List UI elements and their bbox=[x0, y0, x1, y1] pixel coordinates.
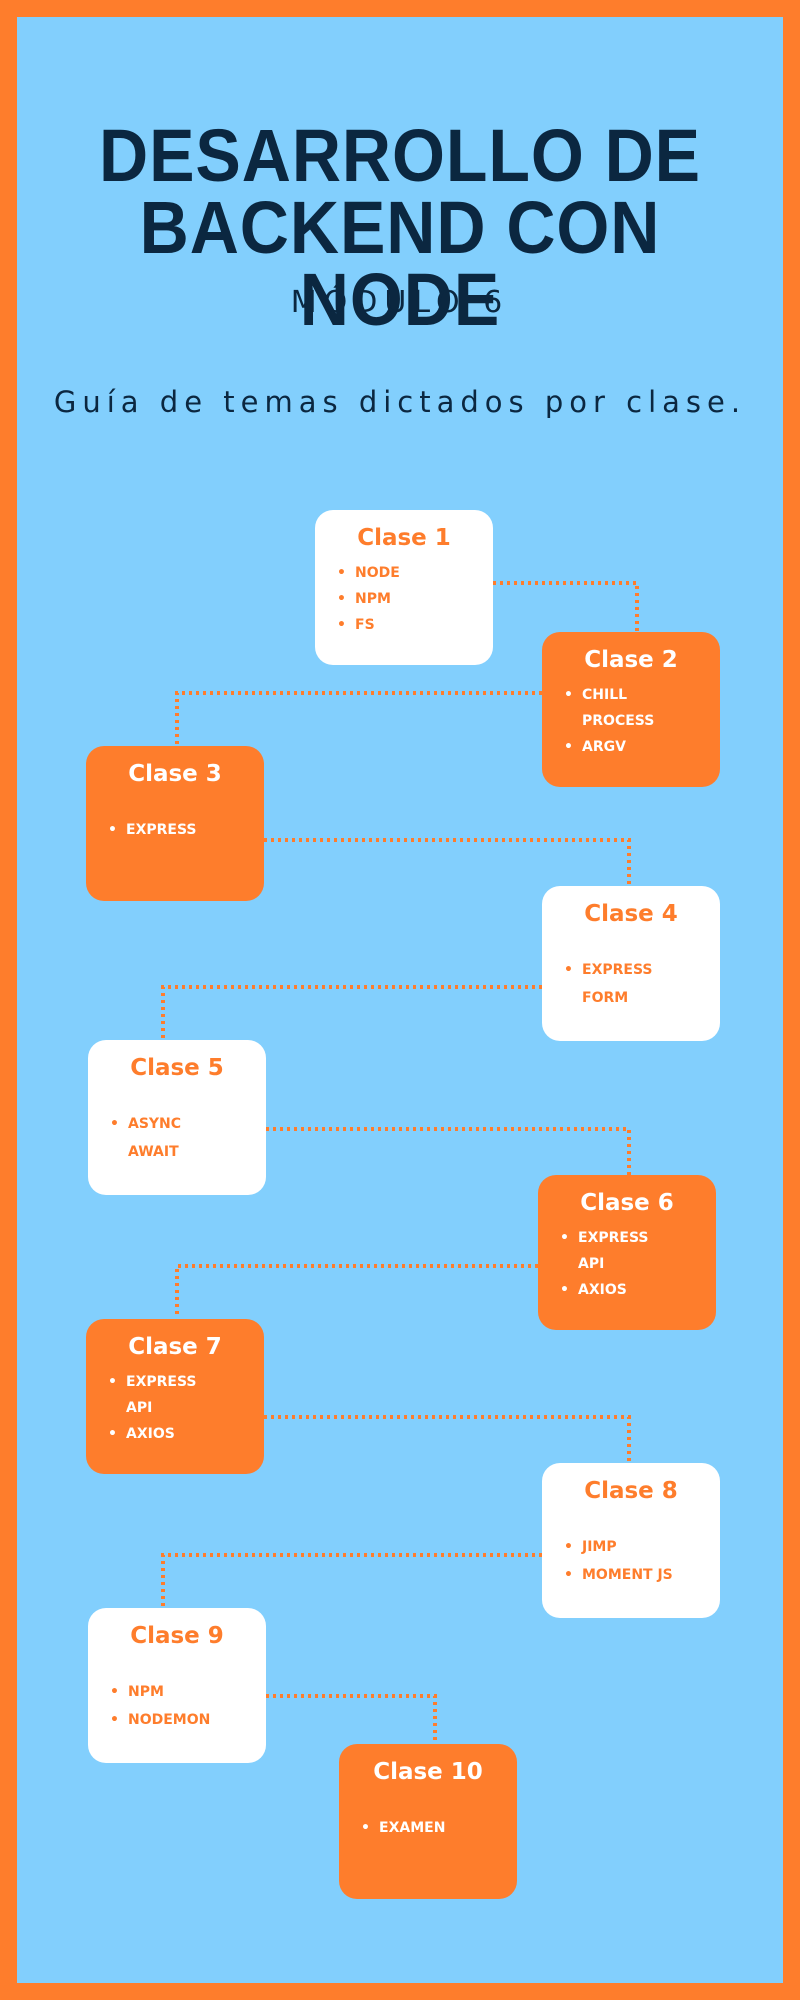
guide-text: Guía de temas dictados por clase. bbox=[53, 385, 747, 419]
topic-list: NPM NODEMON bbox=[88, 1678, 266, 1734]
class-title: Clase 6 bbox=[580, 1190, 674, 1216]
title-line-1: DESARROLLO DE bbox=[98, 114, 701, 197]
topic-item-continued: FORM bbox=[582, 990, 629, 1006]
topic-item: NODEMON bbox=[110, 1706, 266, 1734]
topic-list: EXPRESS bbox=[86, 816, 264, 844]
class-card-5: Clase 5 ASYNC AWAIT bbox=[88, 1040, 266, 1195]
topic-item: EXPRESS bbox=[560, 1225, 716, 1251]
title-line-2: BACKEND CON NODE bbox=[139, 186, 661, 341]
topic-item: AXIOS bbox=[108, 1421, 264, 1447]
connector-9-10 bbox=[266, 1694, 437, 1744]
connector-3-4 bbox=[264, 838, 631, 885]
topic-item: NODE bbox=[337, 560, 493, 586]
topic-item-continued: PROCESS bbox=[582, 713, 655, 729]
topic-list: JIMP MOMENT JS bbox=[542, 1533, 720, 1589]
class-title: Clase 1 bbox=[357, 525, 451, 551]
topic-list: EXAMEN bbox=[339, 1814, 517, 1842]
topic-item: JIMP bbox=[564, 1533, 720, 1561]
topic-item-continued: API bbox=[126, 1400, 153, 1416]
connector-7-8 bbox=[264, 1415, 631, 1462]
class-title: Clase 8 bbox=[584, 1478, 678, 1504]
connector-2-3 bbox=[175, 691, 542, 745]
topic-item: EXPRESS bbox=[564, 956, 720, 984]
class-title: Clase 5 bbox=[130, 1055, 224, 1081]
page-title: DESARROLLO DE BACKEND CON NODE bbox=[32, 114, 768, 341]
connector-8-9 bbox=[161, 1553, 542, 1607]
class-card-2: Clase 2 CHILL PROCESS ARGV bbox=[542, 632, 720, 787]
class-title: Clase 4 bbox=[584, 901, 678, 927]
topic-list: NODE NPM FS bbox=[315, 560, 493, 638]
class-title: Clase 7 bbox=[128, 1334, 222, 1360]
topic-item: ASYNC bbox=[110, 1110, 266, 1138]
topic-item: ARGV bbox=[564, 734, 720, 760]
topic-item: EXAMEN bbox=[361, 1814, 517, 1842]
topic-list: EXPRESS API AXIOS bbox=[538, 1225, 716, 1303]
topic-item: AXIOS bbox=[560, 1277, 716, 1303]
class-card-8: Clase 8 JIMP MOMENT JS bbox=[542, 1463, 720, 1618]
topic-list: CHILL PROCESS ARGV bbox=[542, 682, 720, 760]
topic-item: EXPRESS bbox=[108, 816, 264, 844]
class-title: Clase 10 bbox=[373, 1759, 483, 1785]
connector-6-7 bbox=[175, 1264, 538, 1318]
class-card-7: Clase 7 EXPRESS API AXIOS bbox=[86, 1319, 264, 1474]
topic-item-continued: AWAIT bbox=[128, 1144, 179, 1160]
topic-item-continued: API bbox=[578, 1256, 605, 1272]
class-title: Clase 3 bbox=[128, 761, 222, 787]
topic-item: CHILL bbox=[564, 682, 720, 708]
topic-list: EXPRESS FORM bbox=[542, 956, 720, 1012]
connector-5-6 bbox=[266, 1127, 631, 1175]
topic-item: NPM bbox=[110, 1678, 266, 1706]
topic-list: EXPRESS API AXIOS bbox=[86, 1369, 264, 1447]
topic-item: MOMENT JS bbox=[564, 1561, 720, 1589]
connector-4-5 bbox=[161, 985, 542, 1040]
connector-1-2 bbox=[493, 581, 639, 632]
module-subtitle: MÓDULO 6 bbox=[290, 285, 510, 320]
class-title: Clase 2 bbox=[584, 647, 678, 673]
topic-item: EXPRESS bbox=[108, 1369, 264, 1395]
topic-item: NPM bbox=[337, 586, 493, 612]
topic-list: ASYNC AWAIT bbox=[88, 1110, 266, 1166]
class-card-4: Clase 4 EXPRESS FORM bbox=[542, 886, 720, 1041]
class-card-10: Clase 10 EXAMEN bbox=[339, 1744, 517, 1899]
class-card-3: Clase 3 EXPRESS bbox=[86, 746, 264, 901]
class-card-1: Clase 1 NODE NPM FS bbox=[315, 510, 493, 665]
topic-item: FS bbox=[337, 612, 493, 638]
class-card-6: Clase 6 EXPRESS API AXIOS bbox=[538, 1175, 716, 1330]
class-title: Clase 9 bbox=[130, 1623, 224, 1649]
class-card-9: Clase 9 NPM NODEMON bbox=[88, 1608, 266, 1763]
